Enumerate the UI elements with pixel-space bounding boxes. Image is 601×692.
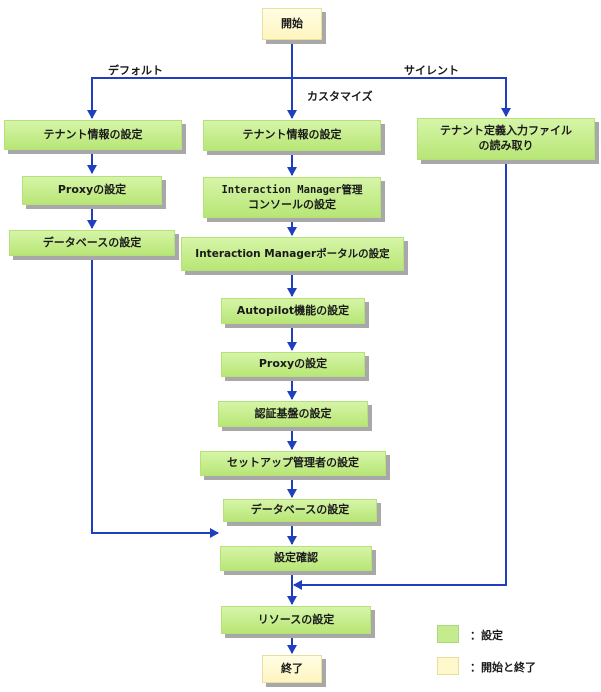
end-node: 終了 [262, 655, 322, 683]
arrow-default-database-to-confirm [91, 256, 219, 538]
custom-autopilot-label: Autopilot機能の設定 [236, 303, 350, 317]
branch-label-custom: カスタマイズ [307, 90, 373, 103]
confirm-label: 設定確認 [274, 551, 318, 565]
default-tenant-label: テナント情報の設定 [43, 127, 143, 141]
custom-setup-admin-label: セットアップ管理者の設定 [227, 456, 359, 470]
custom-autopilot-node: Autopilot機能の設定 [221, 298, 365, 324]
custom-portal-label: Interaction Managerポータルの設定 [195, 247, 390, 260]
default-database-node: データベースの設定 [9, 230, 175, 256]
custom-proxy-label: Proxyの設定 [258, 357, 328, 371]
custom-tenant-node: テナント情報の設定 [203, 120, 381, 151]
start-node: 開始 [262, 8, 322, 40]
arrow-silent-to-resource-merge [293, 160, 507, 590]
default-proxy-label: Proxyの設定 [57, 183, 127, 197]
start-label: 開始 [281, 16, 303, 30]
custom-auth-label: 認証基盤の設定 [254, 406, 332, 420]
silent-label-line2: の読み取り [478, 139, 534, 152]
arrow-start-to-default [87, 77, 292, 119]
end-label: 終了 [281, 661, 303, 675]
branch-label-default: デフォルト [108, 64, 163, 77]
default-tenant-node: テナント情報の設定 [4, 120, 182, 150]
custom-database-node: データベースの設定 [223, 499, 377, 522]
silent-label-line1: テナント定義入力ファイル [440, 124, 572, 138]
confirm-node: 設定確認 [220, 546, 372, 571]
legend-start-end-label: ：開始と終了 [470, 661, 536, 674]
legend-start-end-swatch [437, 657, 459, 675]
custom-tenant-label: テナント情報の設定 [242, 128, 342, 142]
resource-label: リソースの設定 [257, 612, 335, 626]
legend-setting-label: ：設定 [470, 629, 503, 642]
default-proxy-node: Proxyの設定 [22, 176, 162, 205]
custom-database-label: データベースの設定 [250, 503, 350, 517]
resource-node: リソースの設定 [221, 606, 371, 634]
branch-label-silent: サイレント [404, 64, 459, 77]
custom-proxy-node: Proxyの設定 [221, 352, 365, 377]
custom-console-label-line1: Interaction Manager管理 [221, 183, 363, 196]
custom-console-label-line2: コンソールの設定 [247, 197, 336, 211]
custom-portal-node: Interaction Managerポータルの設定 [181, 237, 404, 271]
arrow-start-to-silent [292, 77, 511, 117]
custom-setup-admin-node: セットアップ管理者の設定 [200, 451, 386, 476]
default-database-label: データベースの設定 [42, 235, 142, 249]
silent-read-file-node: テナント定義入力ファイル の読み取り [417, 118, 595, 160]
legend-setting-swatch [437, 625, 459, 643]
custom-auth-node: 認証基盤の設定 [218, 401, 368, 427]
custom-console-node: Interaction Manager管理 コンソールの設定 [203, 177, 381, 218]
